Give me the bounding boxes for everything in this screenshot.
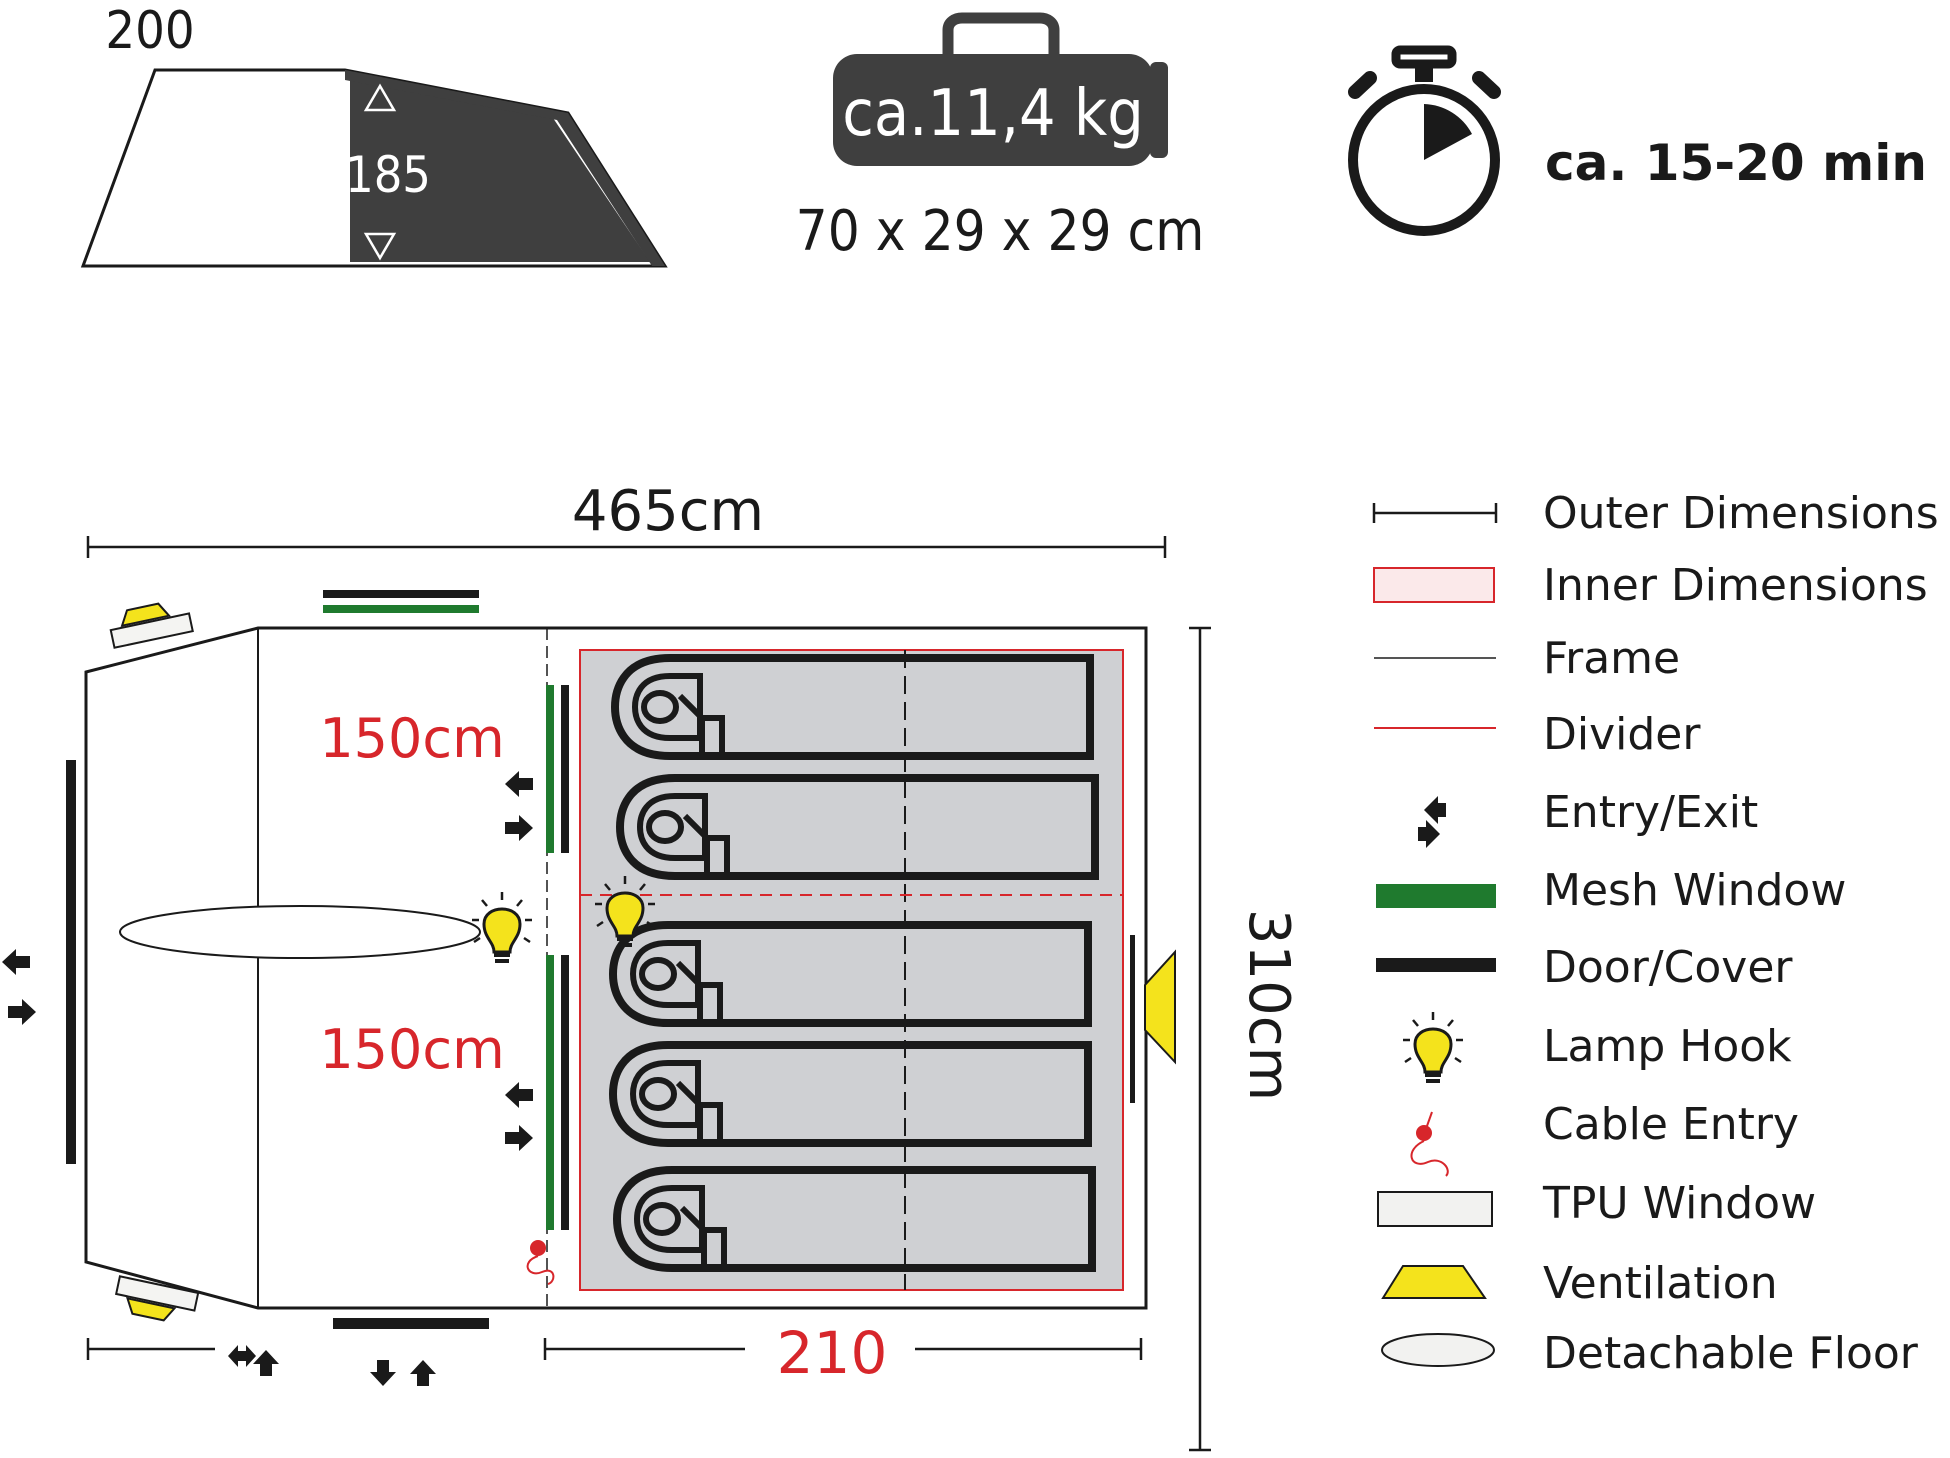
tpu-window-icon xyxy=(114,1275,200,1322)
legend-label-outer: Outer Dimensions xyxy=(1543,488,1939,539)
detachable-floor-icon xyxy=(119,905,481,959)
tpu-window-icon xyxy=(1377,1191,1493,1227)
entry-exit-icon xyxy=(2,949,30,975)
profile-inner-shade xyxy=(350,80,650,262)
outer-width-dimension xyxy=(1189,626,1211,1452)
profile-width-label: 200 xyxy=(105,1,194,61)
vestibule-top-label: 150cm xyxy=(319,707,504,770)
door-cover-icon xyxy=(323,590,479,598)
cabin-length-dimension xyxy=(543,1338,1143,1360)
ventilation-icon xyxy=(1144,949,1176,1065)
profile-height-label: 185 xyxy=(345,146,431,204)
entry-exit-icon xyxy=(253,1350,279,1376)
mesh-window-icon xyxy=(1376,884,1496,908)
legend-label-inner: Inner Dimensions xyxy=(1543,560,1928,611)
legend-label-entry: Entry/Exit xyxy=(1543,787,1758,838)
door-cover-icon xyxy=(561,955,569,1230)
floorplan: 465cm xyxy=(2,479,1301,1452)
entry-exit-icon xyxy=(1418,796,1446,848)
pack-size-label: 70 x 29 x 29 cm xyxy=(796,199,1205,264)
legend-label-lamp: Lamp Hook xyxy=(1543,1021,1792,1072)
cable-entry-icon xyxy=(526,1240,555,1285)
detachable-floor-icon xyxy=(1381,1333,1495,1367)
cable-entry-icon xyxy=(1410,1111,1449,1177)
width-label: 310cm xyxy=(1236,909,1301,1101)
legend-label-door: Door/Cover xyxy=(1543,942,1793,993)
pitch-time-label: ca. 15-20 min xyxy=(1545,134,1927,192)
mesh-window-icon xyxy=(1130,935,1135,1103)
mesh-window-icon xyxy=(546,685,554,853)
entry-exit-icon xyxy=(228,1345,256,1367)
ventilation-icon xyxy=(1381,1265,1487,1299)
pack-weight-label: ca.11,4 kg xyxy=(842,77,1144,151)
legend: Outer Dimensions Inner Dimensions Frame … xyxy=(1372,488,1939,1379)
profile-outer-shade xyxy=(345,70,665,266)
mesh-window-icon xyxy=(546,955,554,1230)
vestibule-bottom-label: 150cm xyxy=(319,1018,504,1081)
cabin-length-label: 210 xyxy=(777,1319,888,1387)
lamp-hook-icon xyxy=(1401,1010,1465,1085)
legend-label-divider: Divider xyxy=(1543,709,1701,760)
inner-cabin xyxy=(579,649,1124,1291)
legend-label-frame: Frame xyxy=(1543,633,1680,684)
bag-body xyxy=(833,54,1153,166)
porch-length-dimension xyxy=(86,1338,215,1360)
stopwatch-icon xyxy=(1348,45,1501,236)
legend-label-mesh: Mesh Window xyxy=(1543,865,1846,916)
pack-bag: ca.11,4 kg 70 x 29 x 29 cm xyxy=(796,12,1205,264)
height-arrow-up-icon xyxy=(363,83,397,112)
door-cover-icon xyxy=(1376,958,1496,972)
height-arrow-down-icon xyxy=(363,232,397,261)
door-cover-icon xyxy=(333,1318,489,1329)
legend-label-cable: Cable Entry xyxy=(1543,1099,1799,1150)
mesh-window-icon xyxy=(323,605,479,613)
bag-handle xyxy=(942,12,1060,58)
legend-label-tpu: TPU Window xyxy=(1542,1178,1816,1229)
tpu-window-icon xyxy=(109,602,194,649)
outer-length-dimension xyxy=(86,536,1167,558)
door-cover-icon xyxy=(66,760,76,1164)
inner-box-icon xyxy=(1373,567,1495,603)
door-cover-icon xyxy=(561,685,569,853)
bag-end-cap xyxy=(1150,62,1168,158)
dimension-line-icon xyxy=(1372,503,1498,523)
entry-exit-icon xyxy=(8,999,36,1025)
legend-label-vent: Ventilation xyxy=(1543,1258,1778,1309)
entry-exit-icon xyxy=(410,1360,436,1386)
legend-label-floor: Detachable Floor xyxy=(1543,1328,1919,1379)
total-length-label: 465cm xyxy=(572,479,764,544)
tent-profile: 200 185 xyxy=(80,1,668,268)
entry-exit-icon xyxy=(370,1360,396,1386)
